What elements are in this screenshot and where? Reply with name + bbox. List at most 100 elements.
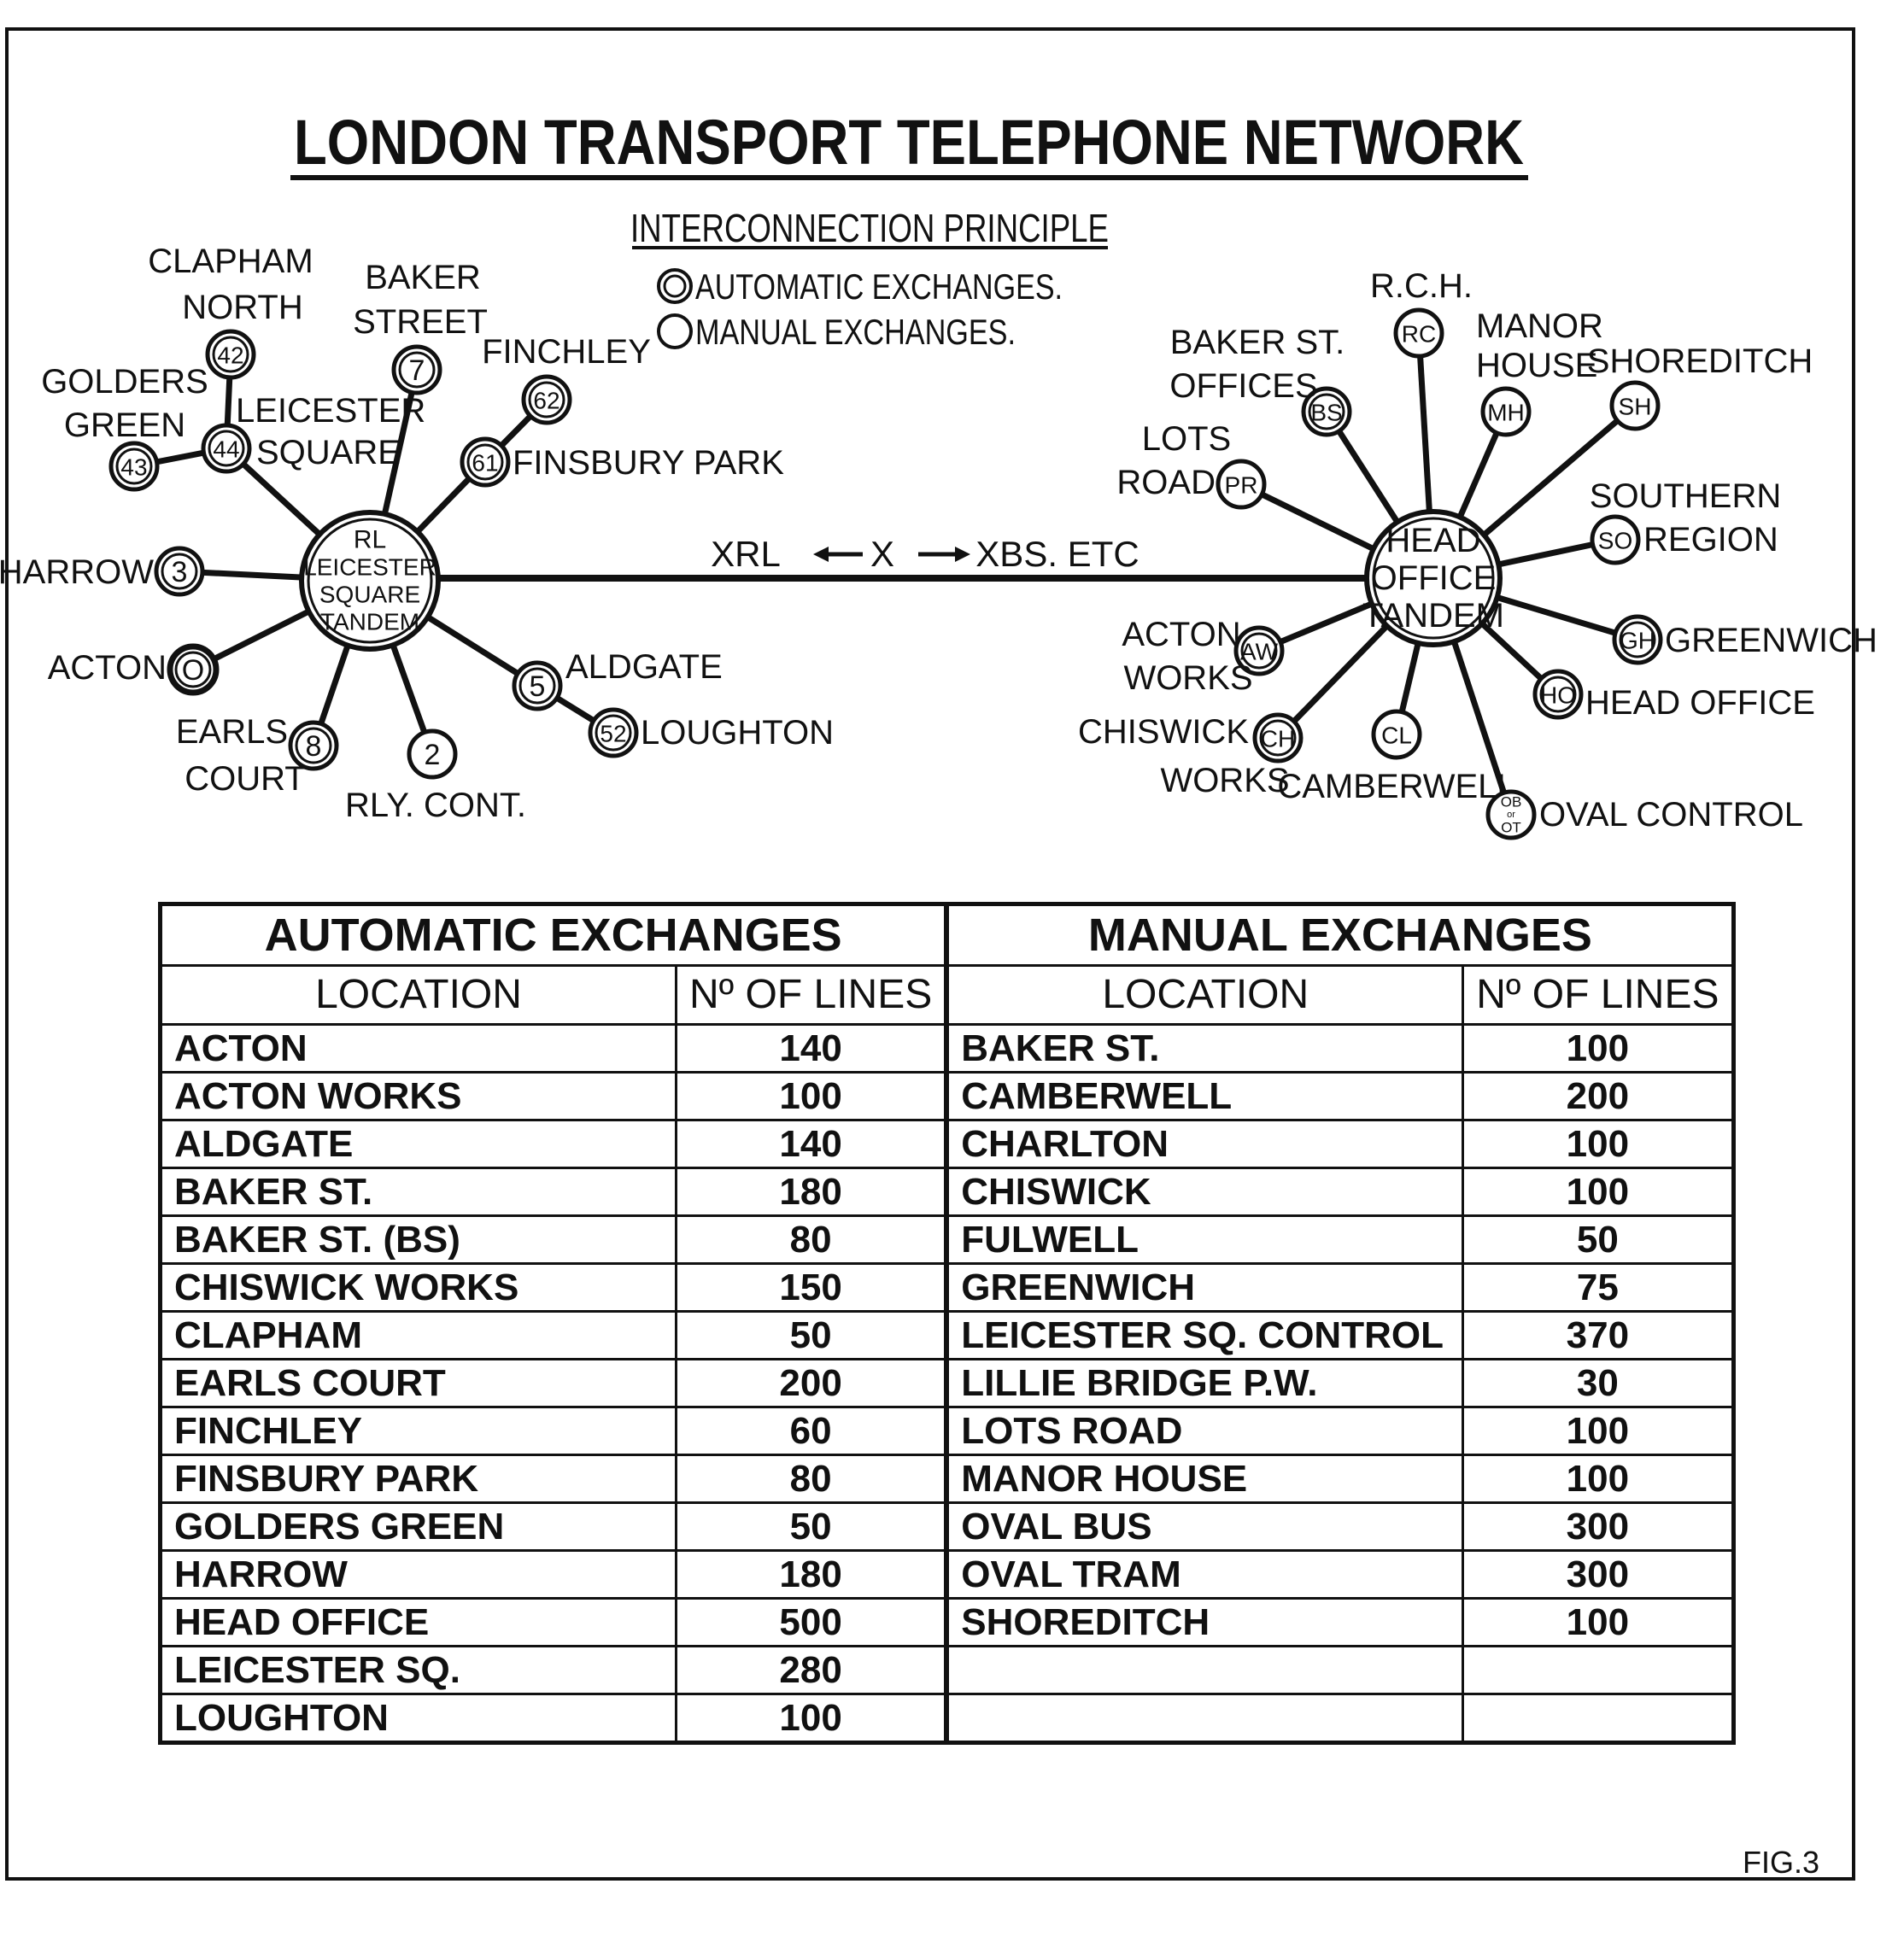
automatic-lines-cell: 100 xyxy=(675,1693,948,1744)
inner-ring xyxy=(518,667,556,705)
hub-outer-circle xyxy=(1364,509,1503,647)
manual-lines-cell: 200 xyxy=(1462,1071,1735,1121)
page-border xyxy=(5,27,1855,1881)
automatic-location-cell: ACTON xyxy=(159,1023,677,1074)
automatic-lines-cell: 50 xyxy=(675,1310,948,1360)
exchange-label: BAKER ST. xyxy=(1170,324,1345,361)
inner-ring xyxy=(528,381,565,418)
exchange-label: ROAD xyxy=(1116,464,1216,501)
hub-label: TANDEM xyxy=(320,609,419,635)
exchange-label: CLAPHAM xyxy=(148,243,313,280)
automatic-lines-cell: 200 xyxy=(675,1358,948,1408)
exchange-label: LEICESTER xyxy=(236,392,425,430)
connector-label: XRL X XBS. ETC xyxy=(711,534,1139,574)
hub-outer-circle xyxy=(299,510,441,652)
manual-location-cell: FULWELL xyxy=(944,1214,1465,1265)
exchange-code: BS xyxy=(1310,400,1342,426)
automatic-lines-cell: 180 xyxy=(675,1549,948,1600)
automatic-col-lines: Nº OF LINES xyxy=(675,964,948,1026)
automatic-location-cell: CHISWICK WORKS xyxy=(159,1262,677,1313)
exchange-label: LOUGHTON xyxy=(641,714,834,752)
manual-lines-cell: 370 xyxy=(1462,1310,1735,1360)
exchange-label: WORKS xyxy=(1160,762,1289,799)
exchange-code: 3 xyxy=(172,556,188,588)
exchange-label: LOTS xyxy=(1142,420,1231,458)
exchange-label: SHOREDITCH xyxy=(1587,342,1813,380)
double-circle-icon-inner xyxy=(663,274,687,298)
exchange-label: CAMBERWELL xyxy=(1277,768,1515,805)
automatic-lines-cell: 80 xyxy=(675,1454,948,1504)
manual-table-title: MANUAL EXCHANGES xyxy=(944,903,1735,967)
automatic-location-cell: FINSBURY PARK xyxy=(159,1454,677,1504)
automatic-lines-cell: 500 xyxy=(675,1597,948,1647)
arrow-right-head xyxy=(955,547,970,562)
manual-col-lines: Nº OF LINES xyxy=(1462,964,1735,1026)
manual-exchange-icon xyxy=(1609,380,1661,431)
connector-right: XBS. ETC xyxy=(975,534,1139,574)
exchange-label: SQUARE xyxy=(256,434,401,471)
manual-location-cell: CHISWICK xyxy=(944,1167,1465,1217)
exchanges-table: AUTOMATIC EXCHANGES MANUAL EXCHANGES LOC… xyxy=(158,902,1736,1745)
manual-exchange-icon xyxy=(1393,307,1444,359)
automatic-location-cell: BAKER ST. xyxy=(159,1167,677,1217)
legend-manual-label: MANUAL EXCHANGES. xyxy=(695,312,1016,352)
exchange-code: CH xyxy=(1261,726,1295,752)
hub-inner-circle xyxy=(307,518,433,644)
legend-automatic-label: AUTOMATIC EXCHANGES. xyxy=(695,266,1063,307)
exchange-code: MH xyxy=(1487,400,1525,426)
manual-location-cell: MANOR HOUSE xyxy=(944,1454,1465,1504)
manual-lines-cell: 100 xyxy=(1462,1119,1735,1169)
manual-location-cell: CHARLTON xyxy=(944,1119,1465,1169)
hub-inner-circle xyxy=(1372,517,1495,640)
exchange-label: R.C.H. xyxy=(1370,267,1473,305)
exchange-label: HOUSE xyxy=(1476,347,1597,384)
inner-ring xyxy=(1259,719,1297,757)
exchange-code: 5 xyxy=(530,670,546,703)
hub-label: OFFICE xyxy=(1371,559,1497,597)
automatic-lines-cell: 140 xyxy=(675,1023,948,1074)
automatic-lines-cell: 280 xyxy=(675,1645,948,1695)
right-exchange-node: RCR.C.H. xyxy=(1370,267,1473,359)
automatic-location-cell: FINCHLEY xyxy=(159,1406,677,1456)
exchange-label: SOUTHERN xyxy=(1590,477,1781,515)
manual-exchange-icon xyxy=(1485,789,1537,840)
manual-lines-cell: 100 xyxy=(1462,1597,1735,1647)
manual-lines-cell: 300 xyxy=(1462,1549,1735,1600)
manual-location-cell: OVAL TRAM xyxy=(944,1549,1465,1600)
hub-label: HEAD xyxy=(1386,522,1480,559)
automatic-location-cell: LOUGHTON xyxy=(159,1693,677,1744)
exchange-code: 44 xyxy=(213,436,239,463)
manual-location-cell: SHOREDITCH xyxy=(944,1597,1465,1647)
manual-lines-cell: 300 xyxy=(1462,1501,1735,1552)
circle-icon xyxy=(657,313,693,349)
exchange-code: 8 xyxy=(306,730,322,763)
automatic-location-cell: CLAPHAM xyxy=(159,1310,677,1360)
exchange-code: or xyxy=(1507,810,1515,820)
manual-lines-cell: 100 xyxy=(1462,1406,1735,1456)
automatic-col-location: LOCATION xyxy=(159,964,677,1026)
exchange-label: STREET xyxy=(353,303,488,341)
automatic-lines-cell: 140 xyxy=(675,1119,948,1169)
inner-ring xyxy=(295,727,332,764)
manual-exchange-icon xyxy=(1371,709,1422,760)
